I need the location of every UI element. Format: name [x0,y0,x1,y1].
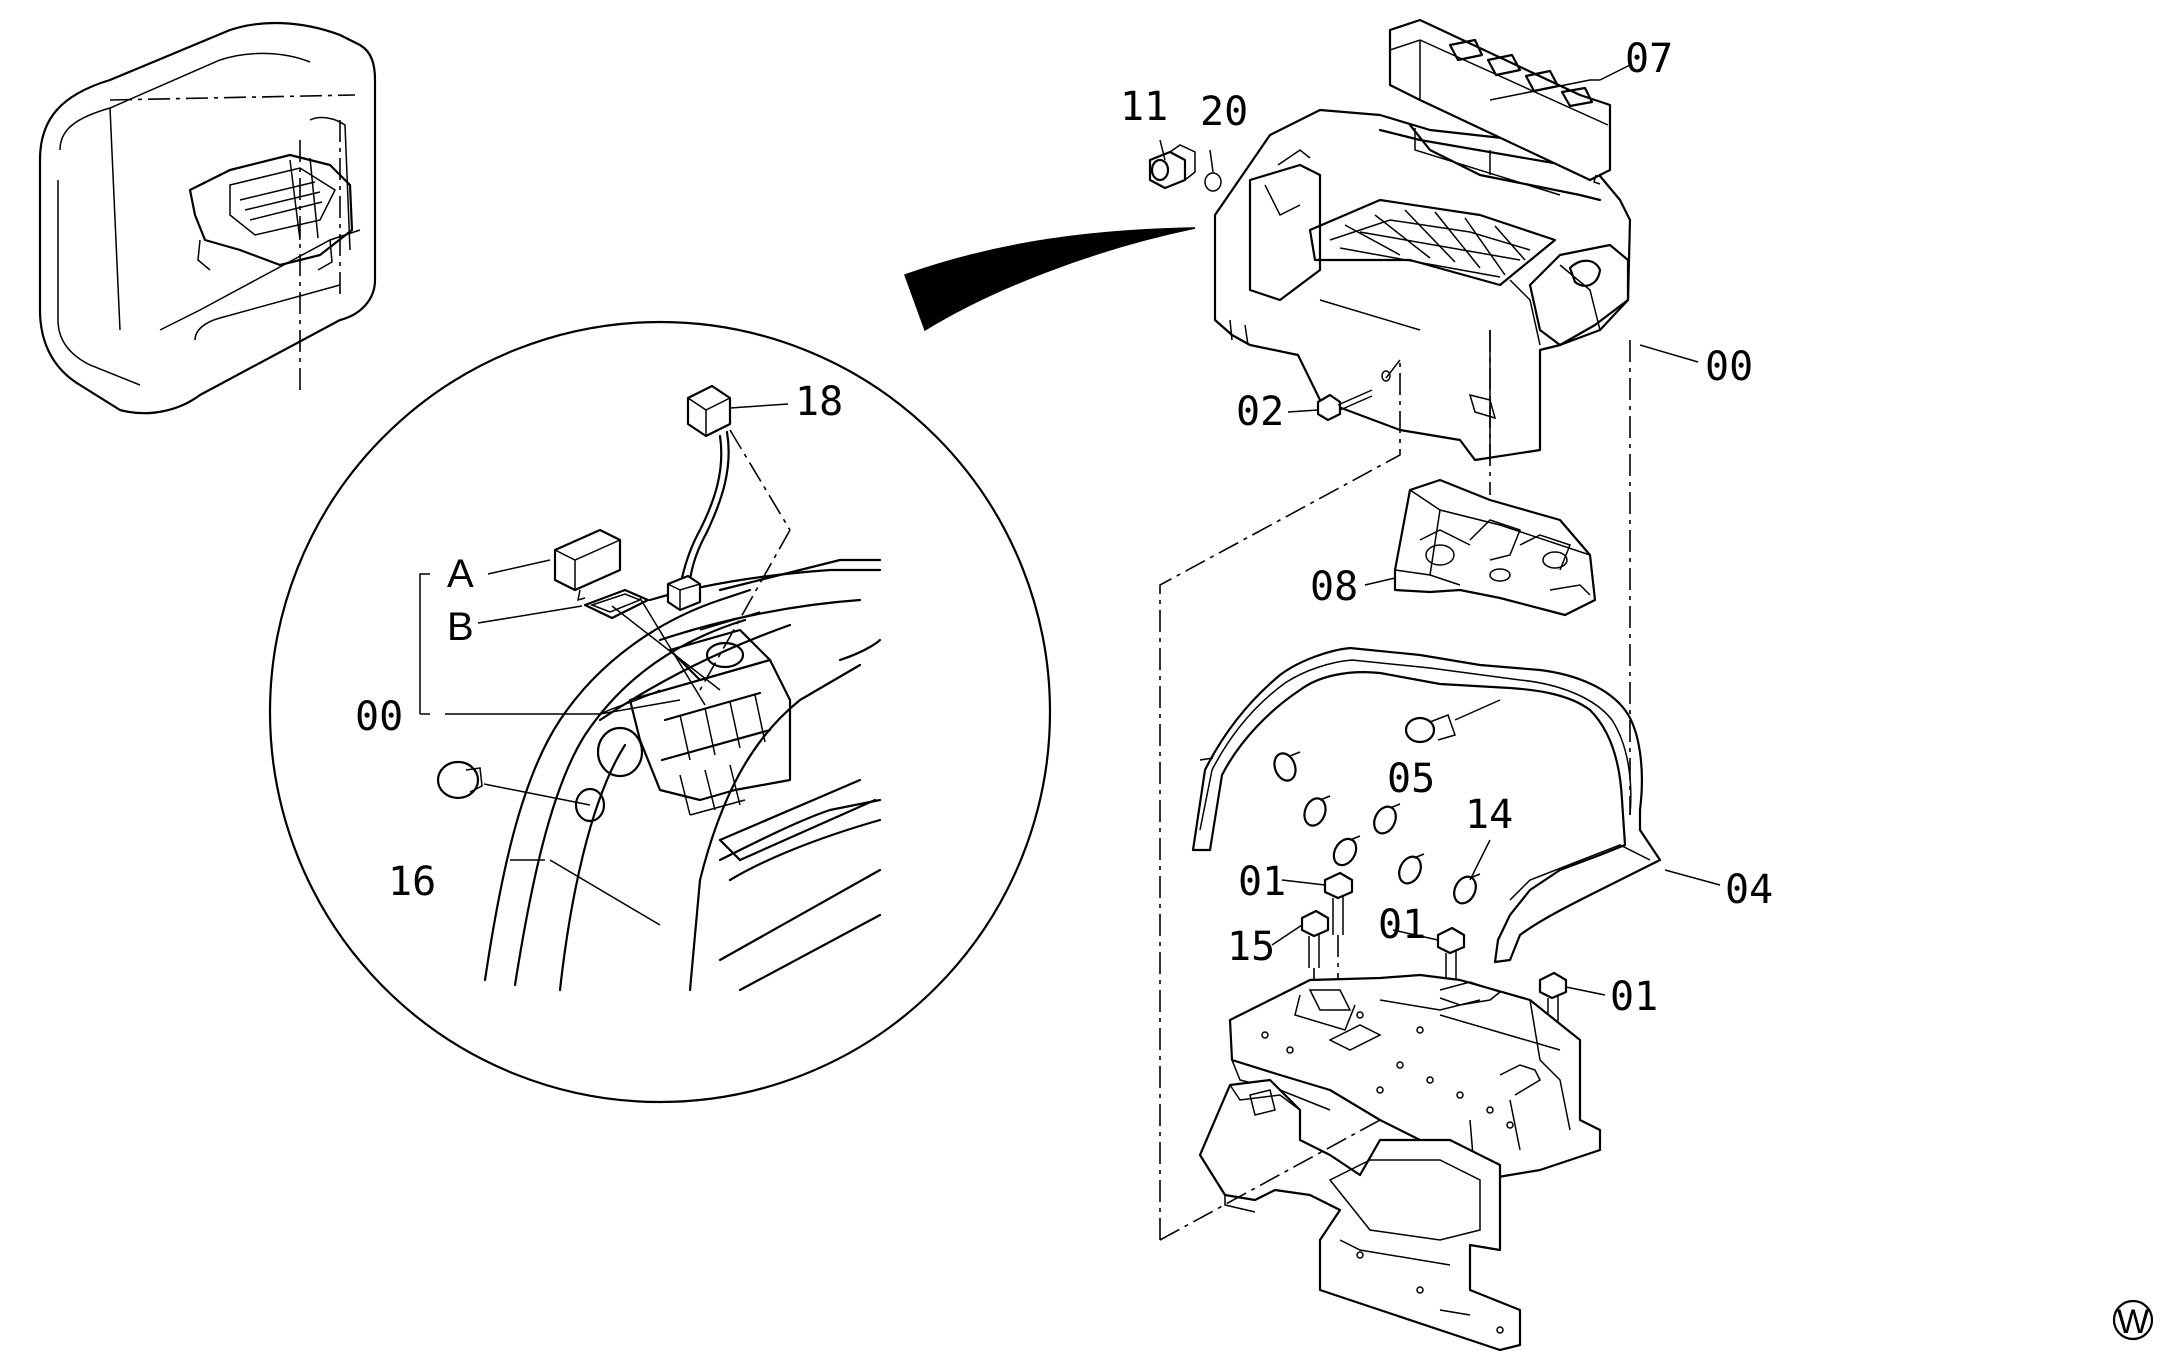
duct-lower [1198,1078,1522,1352]
label-15: 15 [1227,924,1275,970]
label-11: 11 [1120,84,1168,130]
label-08: 08 [1310,564,1358,610]
corner-mark: W [2112,1299,2154,1341]
part-A-switch [553,528,622,602]
detail-console-panel [483,558,882,992]
label-07: 07 [1625,36,1673,82]
label-01-a: 01 [1238,859,1286,905]
detail-view-circle [268,227,1196,1104]
corner-mark-letter: W [2117,1303,2149,1341]
label-05: 05 [1387,756,1435,802]
bolt-15 [1300,909,1330,990]
label-20: 20 [1200,89,1248,135]
part-00-console-housing [1213,108,1632,462]
label-00-main: 00 [1705,344,1753,390]
base-frame [1228,973,1602,1192]
detail-leaders [419,403,791,806]
part-18-harness [666,384,732,612]
cab-overview-thumbnail [38,21,377,415]
part-11-knob [1148,144,1196,190]
label-04: 04 [1725,867,1773,913]
part-B-seal [583,588,650,620]
part-05-clip [1404,699,1501,744]
label-02: 02 [1236,389,1284,435]
part-20-ring [1204,172,1222,192]
part-04-arch-frame [1191,646,1662,964]
part-02-screw [1316,370,1391,422]
console-thumb [188,153,354,271]
label-01-b: 01 [1378,902,1426,948]
label-16: 16 [388,859,436,905]
part-14-cable-ties [1273,751,1491,905]
part-08-bracket [1393,478,1597,617]
label-14: 14 [1465,792,1513,838]
label-A: A [447,552,474,596]
label-B: B [447,605,474,649]
main-assembly-lines [1159,330,1631,1241]
part-07-lid [1388,18,1612,185]
part-16-plug [436,760,483,800]
part-labels: 07 11 20 00 02 08 05 14 04 01 15 01 01 1… [355,36,1773,1020]
label-00-detail: 00 [355,694,403,740]
label-18: 18 [795,379,843,425]
label-01-c: 01 [1610,974,1658,1020]
bolt-01-a [1323,871,1354,990]
main-leaders [1159,64,1721,996]
